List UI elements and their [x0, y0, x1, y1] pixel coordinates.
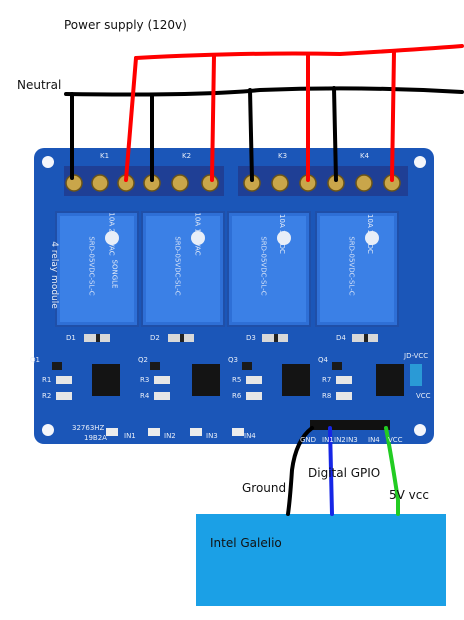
terminal-label-k4: K4 [360, 152, 370, 160]
jumper-label-jdvcc: JD-VCC [404, 352, 429, 360]
module-title: 4 relay module [48, 241, 59, 309]
relay-rating-2: 10A 125VAC [193, 212, 202, 256]
relay-4 [315, 211, 399, 327]
diode-label-d3: D3 [246, 334, 256, 342]
vcc-wire [384, 426, 400, 516]
relay-logo-icons [105, 231, 379, 245]
board-code-1: 32763HZ [72, 424, 105, 432]
intel-galileo-board [196, 514, 446, 606]
board-label: Intel Galelio [210, 536, 282, 550]
terminal-block-right [238, 166, 408, 196]
resistor-label-r8: R8 [322, 392, 332, 400]
transistor-label-q4: Q4 [318, 356, 328, 364]
transistor-label-q3: Q3 [228, 356, 238, 364]
optocouplers [92, 364, 404, 396]
relay-1-model: SRD-05VDC-SL-C [87, 236, 96, 296]
relay-rating-4: 10A 28VDC [365, 214, 374, 254]
power-supply-label: Power supply (120v) [64, 18, 187, 32]
terminal-label-k2: K2 [182, 152, 192, 160]
transistor-label-q1: Q1 [30, 356, 40, 364]
resistor-label-r7: R7 [322, 376, 332, 384]
resistor-label-r6: R6 [232, 392, 242, 400]
diode-label-d2: D2 [150, 334, 160, 342]
ground-wire [286, 426, 314, 516]
resistor-label-r5: R5 [232, 376, 242, 384]
input-label-in1: IN1 [124, 432, 136, 440]
header-pin-in2: IN2 [334, 436, 346, 444]
resistor-label-r4: R4 [140, 392, 150, 400]
resistor-label-r3: R3 [140, 376, 150, 384]
relay-rating-1: 10A 250VAC [107, 212, 116, 256]
diodes [84, 334, 378, 342]
diode-label-d4: D4 [336, 334, 346, 342]
relay-3 [227, 211, 311, 327]
relay-3-model: SRD-05VDC-SL-C [259, 236, 268, 296]
vcc-label: 5V vcc [389, 488, 429, 502]
input-label-in4: IN4 [244, 432, 256, 440]
board-code-2: 19B2A [84, 434, 107, 442]
neutral-wires [64, 86, 464, 182]
relay-1 [55, 211, 139, 327]
header-pin-in1: IN1 [322, 436, 334, 444]
terminal-label-k3: K3 [278, 152, 288, 160]
relay-rating-3: 10A 30VDC [277, 214, 286, 254]
resistor-label-r1: R1 [42, 376, 52, 384]
input-leds [106, 428, 244, 436]
header-pin-in3: IN3 [346, 436, 358, 444]
resistor-label-r2: R2 [42, 392, 52, 400]
mount-hole [42, 156, 54, 168]
header-pin-vcc: VCC [388, 436, 403, 444]
terminal-label-k1: K1 [100, 152, 110, 160]
relay-2 [141, 211, 225, 327]
terminal-screws [65, 174, 401, 192]
resistors [56, 376, 352, 400]
transistor-label-q2: Q2 [138, 356, 148, 364]
relay-2-model: SRD-05VDC-SL-C [173, 236, 182, 296]
transistors [52, 362, 342, 370]
input-label-in3: IN3 [206, 432, 218, 440]
header-pin-gnd: GND [300, 436, 317, 444]
jd-vcc-jumper [410, 364, 422, 386]
mount-hole [414, 424, 426, 436]
neutral-label: Neutral [17, 78, 62, 92]
input-label-in2: IN2 [164, 432, 176, 440]
relay-4-model: SRD-05VDC-SL-C [347, 236, 356, 296]
mount-hole [414, 156, 426, 168]
live-wires [124, 44, 464, 182]
input-header-pins [310, 420, 390, 430]
ground-label: Ground [242, 481, 287, 495]
relay-brand: SONGLE [110, 259, 119, 289]
gpio-wire [328, 426, 334, 516]
header-pin-in4: IN4 [368, 436, 380, 444]
jumper-label-vcc: VCC [416, 392, 431, 400]
diode-label-d1: D1 [66, 334, 76, 342]
mount-hole [42, 424, 54, 436]
digital-gpio-label: Digital GPIO [308, 466, 381, 480]
